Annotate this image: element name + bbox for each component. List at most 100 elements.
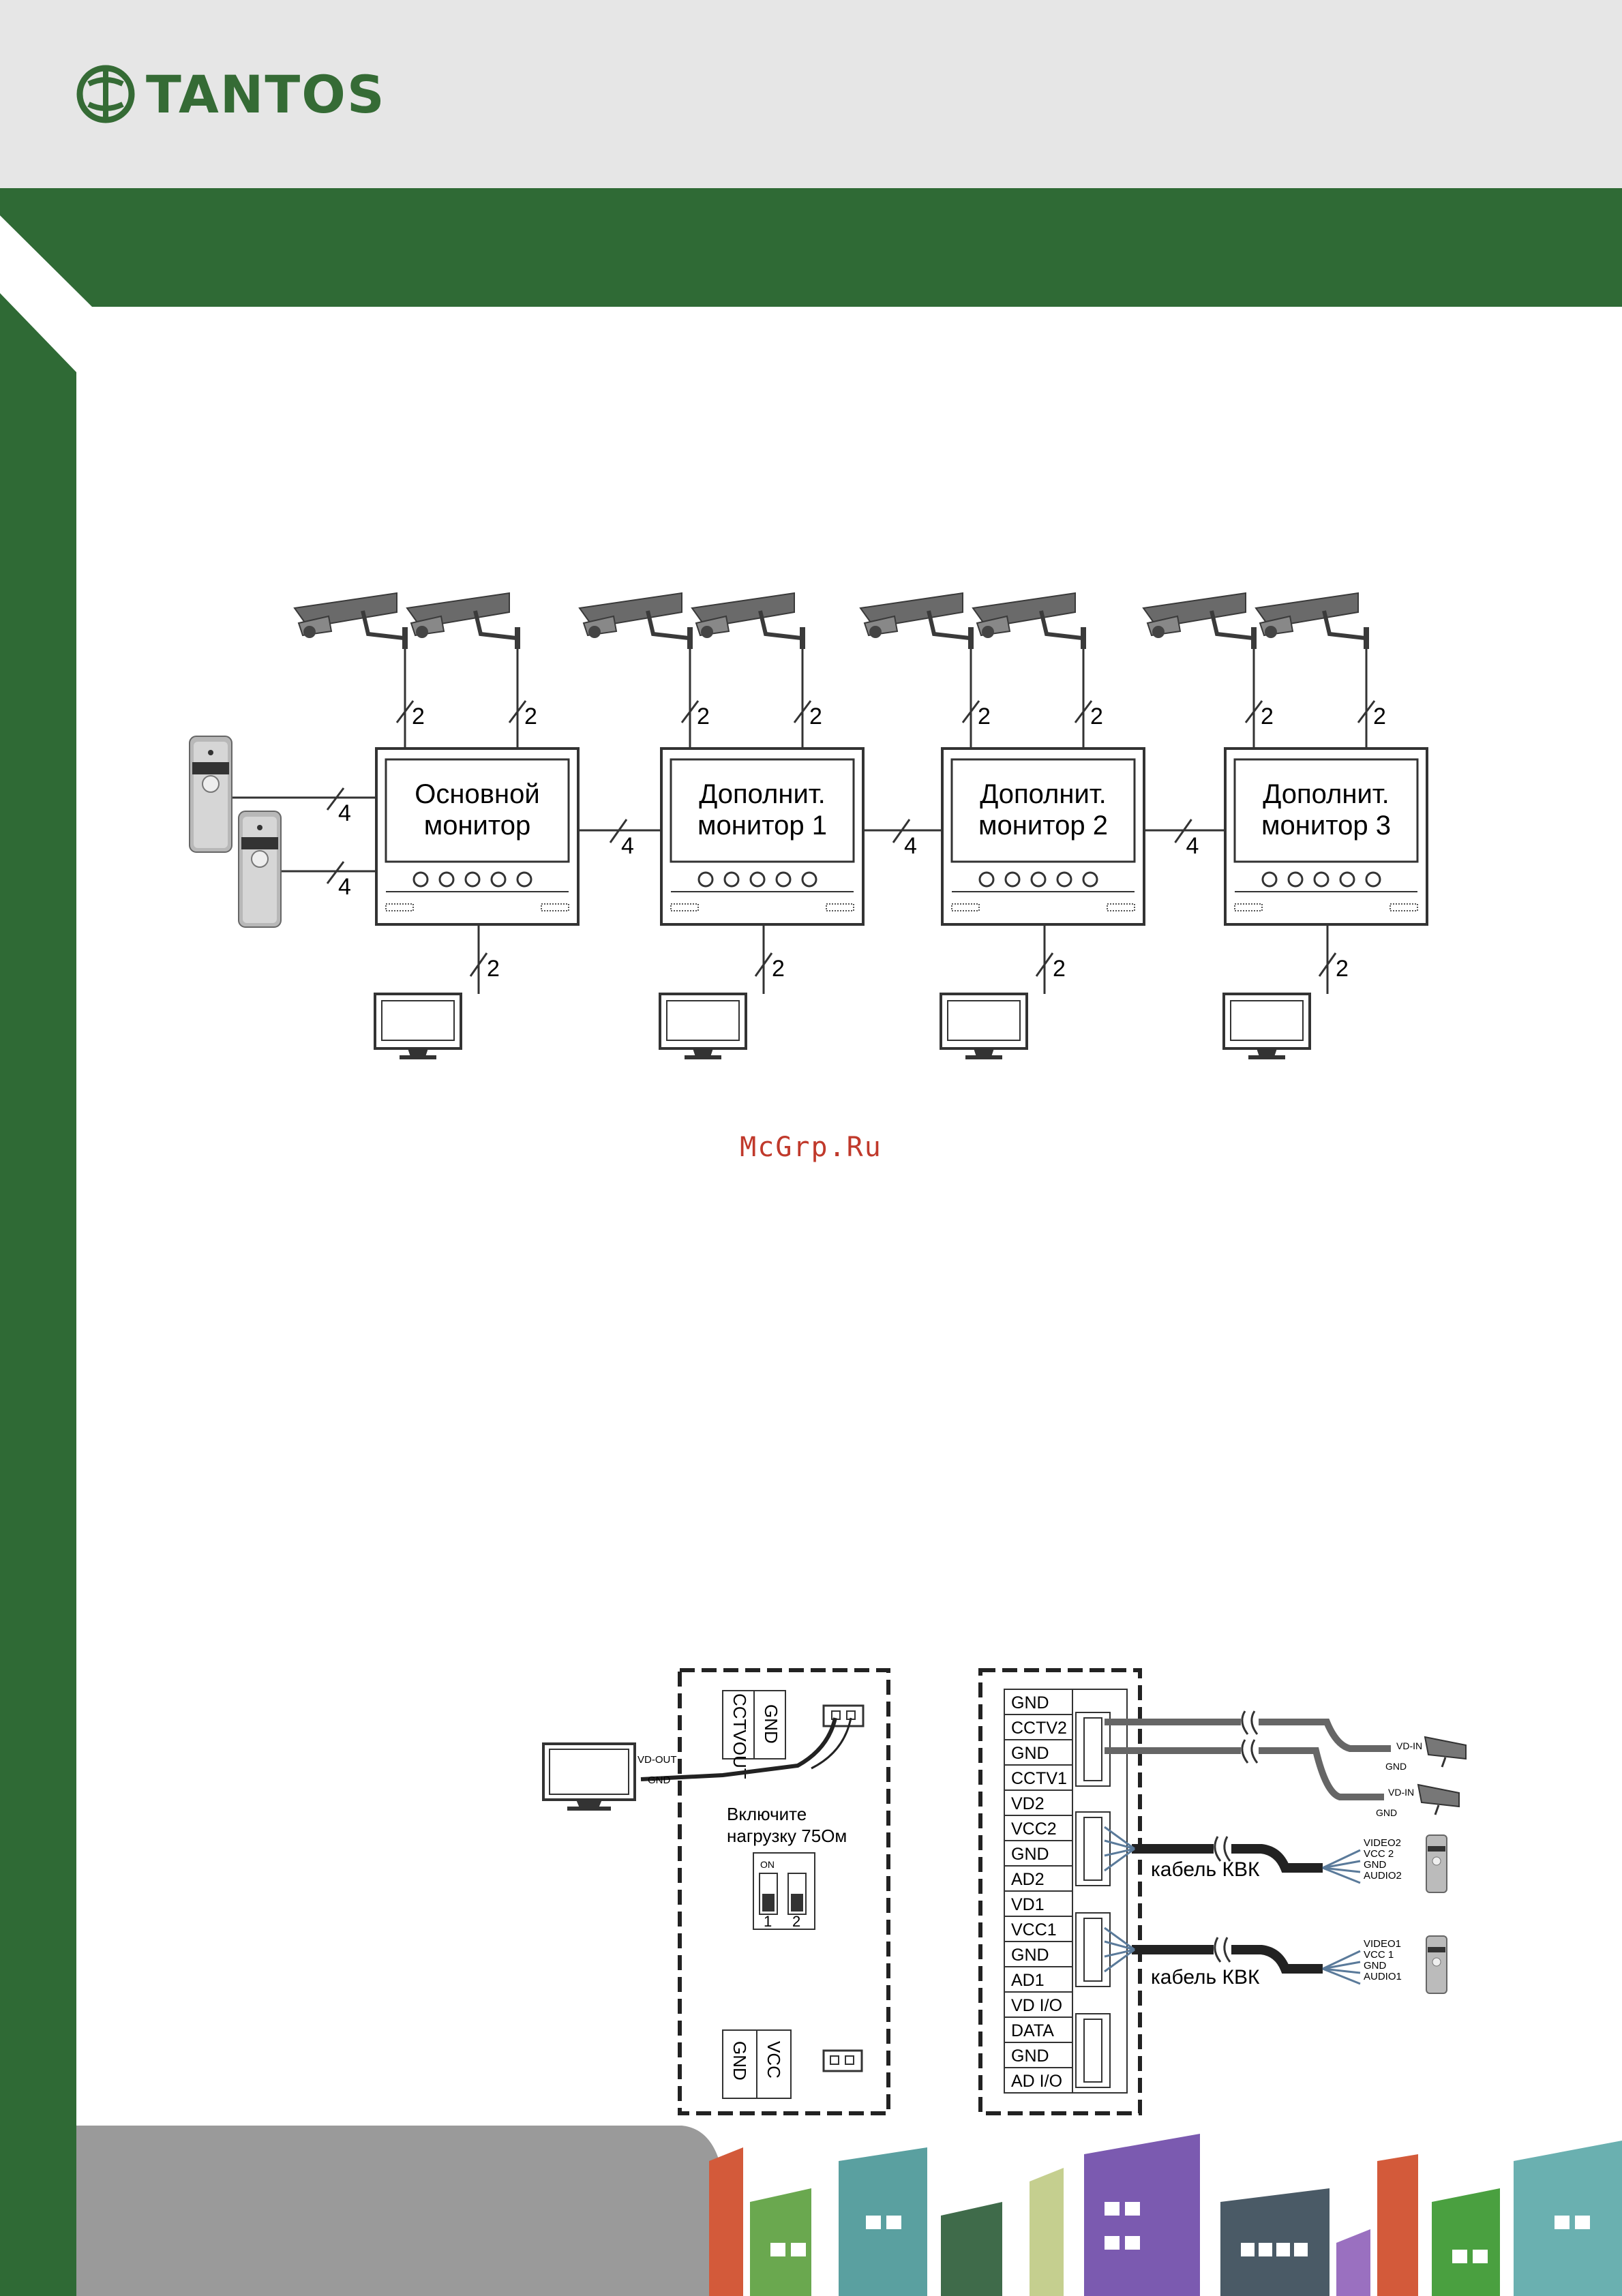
monitor-button-icon: [697, 871, 714, 888]
camera-wire-count: 2: [809, 704, 822, 729]
monitor-button-icon: [749, 871, 766, 888]
monitor-button-icon: [801, 871, 817, 888]
logo-emblem-icon: [76, 65, 135, 123]
city-buildings-decor: [709, 2134, 1622, 2296]
monitor-label-line1: Дополнит.: [1263, 779, 1390, 809]
display-wire-count: 2: [487, 956, 500, 982]
camera-wire-count: 2: [978, 704, 991, 729]
panel-wire-count: 4: [338, 800, 351, 826]
dip-1-label: 1: [764, 1913, 772, 1930]
monitor-label-line1: Основной: [415, 779, 539, 809]
monitor-button-icon: [1056, 871, 1072, 888]
monitor-label-line2: монитор: [424, 811, 531, 841]
display-wire-count: 2: [1336, 956, 1349, 982]
cctvout-label: CCTVOUT: [730, 1693, 750, 1779]
load-line-1: Включите: [727, 1804, 807, 1824]
dip-switch: [753, 1852, 815, 1930]
left-board-outline: [678, 1668, 890, 2115]
power-vcc-label: VCC: [764, 2041, 784, 2079]
monitor-button-icon: [1030, 871, 1047, 888]
left-green-band: [0, 293, 76, 2296]
vd-out-label: VD-OUT: [637, 1754, 677, 1766]
cam2-vd-label: VD-IN: [1396, 1740, 1422, 1751]
monitor-button-icon: [1261, 871, 1278, 888]
kvk-cable-label-1: кабель КВК: [1151, 1966, 1260, 1989]
bus-wire-count: 4: [904, 833, 917, 859]
camera-cables: [1105, 1719, 1391, 1800]
terminal-cell: [1004, 1941, 1073, 1967]
monitor-button-icon: [1082, 871, 1098, 888]
monitor-button-icon: [723, 871, 740, 888]
monitor-button-icon: [1313, 871, 1330, 888]
terminal-cell: [1004, 2016, 1073, 2043]
terminal-label: CCTV2: [1011, 1719, 1067, 1738]
dip-2-label: 2: [792, 1913, 800, 1930]
terminal-label: GND: [1011, 1744, 1049, 1763]
monitor-button-icon: [978, 871, 995, 888]
top-green-band: [0, 188, 1622, 307]
terminal-cell: [1004, 1789, 1073, 1816]
dip-on-label: ON: [760, 1859, 775, 1870]
panel-wire-label: VIDEO2: [1364, 1837, 1401, 1849]
monitor-label-line2: монитор 1: [697, 811, 827, 841]
camera-wire-count: 2: [412, 704, 425, 729]
monitor-button-icon: [516, 871, 532, 888]
cam1-vd-label: VD-IN: [1388, 1787, 1414, 1798]
monitor-1: Дополнит.монитор 1: [660, 747, 865, 926]
panel-wire-label: AUDIO1: [1364, 1971, 1402, 1982]
kvk-cables: [1132, 1844, 1323, 1974]
bus-wire-count: 4: [621, 833, 634, 859]
cctv-gnd-label: GND: [761, 1704, 781, 1744]
terminal-label: GND: [1011, 2046, 1049, 2066]
right-board-connectors: [1075, 1712, 1111, 2088]
panel-wire-label: GND: [1364, 1859, 1387, 1871]
terminal-label: CCTV1: [1011, 1769, 1067, 1788]
monitor-label-line2: монитор 2: [978, 811, 1108, 841]
panel-wire-label: VCC 2: [1364, 1848, 1394, 1860]
terminal-cell: [1004, 1991, 1073, 2018]
terminal-label: AD1: [1011, 1971, 1045, 1990]
camera-wire-count: 2: [697, 704, 710, 729]
brand-logo: TANTOS: [75, 60, 386, 128]
terminal-label: VD1: [1011, 1895, 1045, 1914]
watermark-text: McGrp.Ru: [740, 1132, 882, 1163]
monitor-button-icon: [1339, 871, 1355, 888]
monitor-2: Дополнит.монитор 2: [941, 747, 1145, 926]
camera-wire-count: 2: [524, 704, 537, 729]
brand-name: TANTOS: [146, 63, 386, 125]
panel-wire-label: VCC 1: [1364, 1949, 1394, 1961]
terminal-label: VCC1: [1011, 1920, 1057, 1939]
header-bar: [0, 0, 1622, 188]
panel-wire-label: AUDIO2: [1364, 1870, 1402, 1882]
vd-gnd-label: GND: [648, 1774, 671, 1786]
camera-wire-count: 2: [1090, 704, 1103, 729]
terminal-cell: [1004, 1714, 1073, 1740]
terminal-label: GND: [1011, 1693, 1049, 1712]
panel-wire-label: VIDEO1: [1364, 1938, 1401, 1950]
power-gnd-label: GND: [730, 2041, 750, 2081]
terminal-label: VD I/O: [1011, 1996, 1062, 2015]
cam2-gnd-label: GND: [1385, 1761, 1407, 1772]
camera-wire-count: 2: [1373, 704, 1386, 729]
display-wire-count: 2: [772, 956, 785, 982]
display-wire-count: 2: [1053, 956, 1066, 982]
terminal-label: VCC2: [1011, 1819, 1057, 1839]
cam1-gnd-label: GND: [1376, 1807, 1397, 1818]
terminal-label: AD I/O: [1011, 2072, 1062, 2091]
monitor-label-line1: Дополнит.: [980, 779, 1107, 809]
call-panel-2-icon: [1426, 1834, 1447, 1893]
terminal-label: DATA: [1011, 2021, 1054, 2040]
cctv-display-icon: [542, 1742, 636, 1811]
monitor-label-line1: Дополнит.: [699, 779, 826, 809]
right-board-outline: [978, 1668, 1142, 2115]
monitor-button-icon: [490, 871, 507, 888]
power-connector: [822, 2049, 863, 2072]
terminal-label: VD2: [1011, 1794, 1045, 1813]
monitor-button-icon: [1287, 871, 1304, 888]
kvk-cable-label-2: кабель КВК: [1151, 1858, 1260, 1881]
monitor-button-icon: [412, 871, 429, 888]
monitor-button-icon: [775, 871, 792, 888]
